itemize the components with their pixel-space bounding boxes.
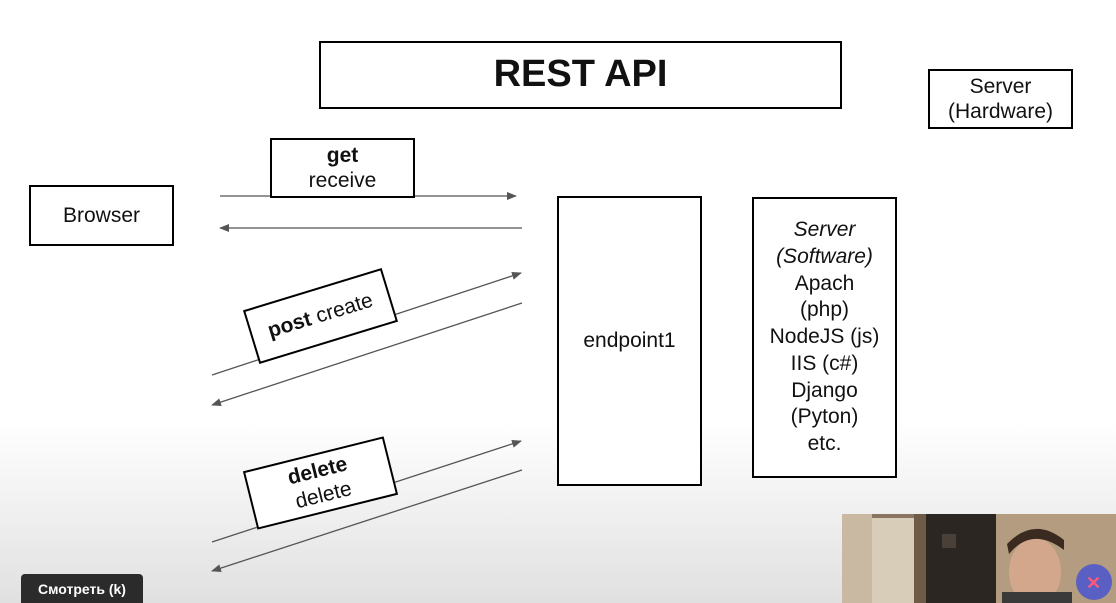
server-software-item: NodeJS (js) [769,325,880,349]
server-software-item: (Pyton) [790,405,859,429]
channel-logo-icon [1076,564,1112,600]
slide-title: REST API [319,41,842,109]
webcam-scene: ✕ [842,514,1116,603]
browser-label: Browser [62,203,141,227]
post-method-label: post [265,307,315,343]
get-action-label: receive [308,169,377,192]
endpoint-label: endpoint1 [583,329,676,353]
delete-response-arrow [211,469,523,573]
server-hardware-line2: (Hardware) [947,100,1054,123]
webcam-overlay: ✕ [842,514,1116,603]
server-software-heading1: Server [793,217,856,241]
slide-title-text: REST API [493,53,668,96]
get-method-box: get receive [270,138,415,198]
svg-text:✕: ✕ [1086,573,1101,593]
watch-button[interactable]: Смотреть (k) [21,574,143,603]
get-method-label: get [326,143,359,167]
post-response-arrow [211,302,523,406]
server-software-item: etc. [807,432,842,456]
watch-button-label: Смотреть (k) [38,580,126,597]
browser-box: Browser [29,185,174,246]
endpoint-box: endpoint1 [557,196,702,486]
server-software-item: (php) [799,298,850,322]
server-software-item: Apach [794,271,855,295]
server-software-item: Django [791,378,858,402]
server-hardware-line1: Server [969,74,1032,98]
server-software-heading2: (Software) [776,244,873,268]
server-hardware-box: Server (Hardware) [928,69,1073,129]
server-software-box: Server (Software) Apach (php) NodeJS (js… [752,197,897,478]
server-software-item: IIS (c#) [790,351,859,375]
post-action-label: create [313,289,376,329]
